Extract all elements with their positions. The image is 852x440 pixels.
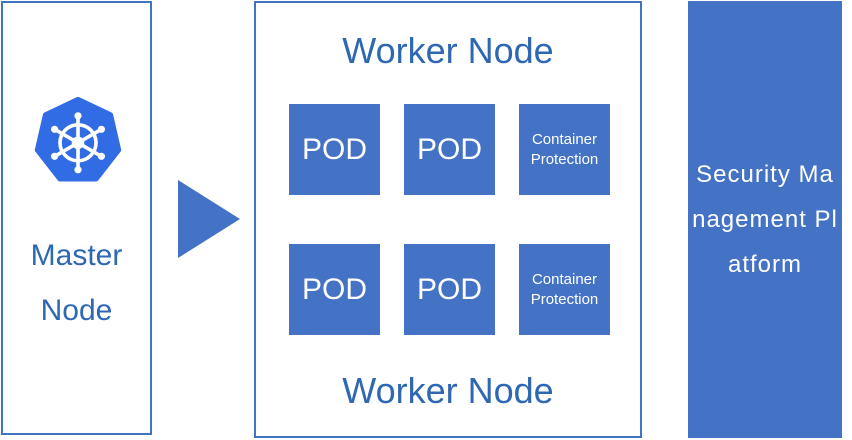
- container-protection-box: Container Protection: [519, 104, 610, 195]
- kubernetes-helm-icon: [34, 96, 122, 182]
- pod-box: POD: [404, 104, 495, 195]
- pod-box: POD: [289, 104, 380, 195]
- security-management-platform: Security Management Platform: [688, 1, 842, 438]
- master-node-panel: Master Node: [1, 1, 152, 435]
- worker-node-title-top: Worker Node: [342, 30, 554, 71]
- container-protection-box: Container Protection: [519, 244, 610, 335]
- play-arrow-icon: [178, 180, 240, 258]
- pod-box: POD: [404, 244, 495, 335]
- master-node-label-line1: Master: [30, 239, 123, 272]
- worker-node-panel: Worker Node POD POD Container Protection…: [254, 1, 642, 438]
- worker-node-title-bottom: Worker Node: [342, 370, 554, 411]
- pod-box: POD: [289, 244, 380, 335]
- master-node-label-line2: Node: [40, 294, 113, 327]
